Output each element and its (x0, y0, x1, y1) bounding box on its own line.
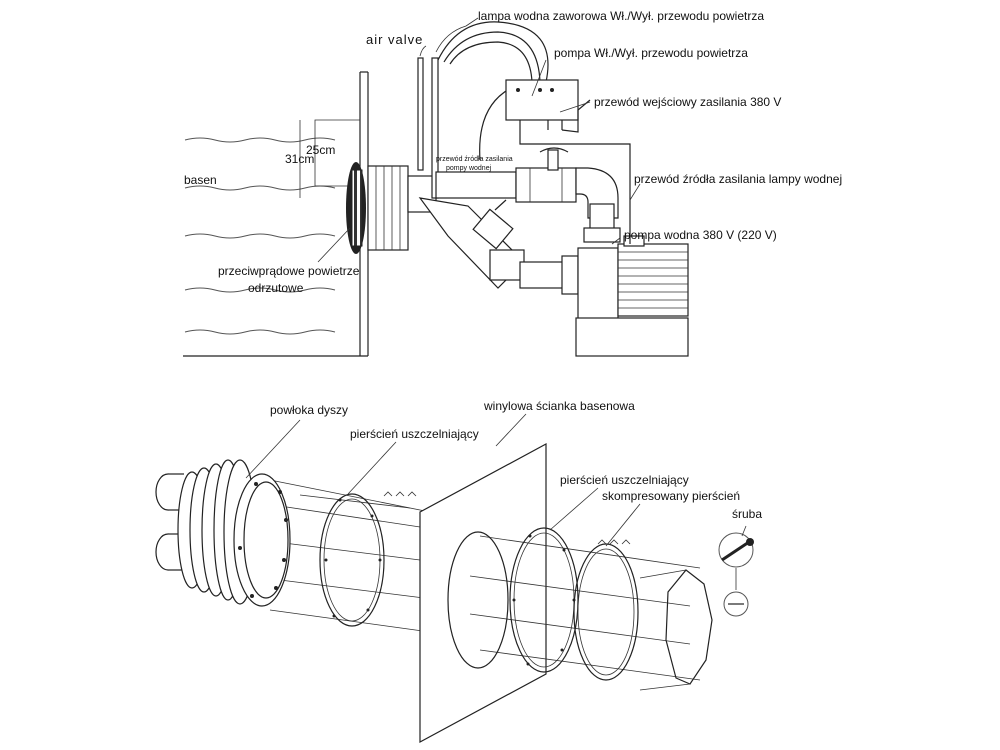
nozzle-cover-label: powłoka dyszy (270, 403, 348, 417)
vinyl-wall-label: winylowa ścianka basenowa (483, 399, 635, 413)
pump-power-label-line2: pompy wodnej (446, 165, 492, 172)
upper-pipe (435, 147, 619, 219)
diagonal-pipe (418, 197, 579, 295)
compressed-ring-label: skompresowany pierścień (602, 489, 740, 503)
air-jet-label-line2: odrzutowe (248, 281, 304, 295)
dimension-31cm: 31cm (285, 152, 314, 166)
dimension-lines (299, 119, 360, 198)
pump-switch-label: pompa Wł./Wył. przewodu powietrza (554, 46, 748, 60)
sealing-ring-1-label: pierścień uszczelniający (350, 427, 479, 441)
screw-icon (718, 532, 754, 617)
screw-marks-right (597, 539, 631, 545)
jet-nozzle (346, 162, 437, 254)
nozzle-cover (155, 459, 291, 607)
pool-water-waves (184, 137, 336, 335)
pool-wall (183, 71, 369, 357)
basin-label: basen (184, 173, 217, 187)
octagonal-pipe-end (639, 569, 713, 691)
air-jet-label-line1: przeciwprądowe powietrze (218, 264, 360, 278)
pump-power-label-line1: przewód źródła zasilania (436, 156, 513, 163)
control-box (505, 79, 579, 130)
lamp-power-label: przewód źródła zasilania lampy wodnej (634, 172, 842, 186)
inner-cylinder-ring (447, 531, 509, 669)
power-cables (519, 99, 631, 244)
assembly-axis-lines-left (259, 479, 441, 633)
compressed-ring (573, 543, 639, 681)
exploded-assembly-view: powłoka dyszy pierścień uszczelniający w… (155, 399, 762, 744)
air-valve (417, 25, 467, 199)
power-input-label: przewód wejściowy zasilania 380 V (594, 95, 781, 109)
water-pump (575, 235, 689, 357)
screw-marks-left (383, 491, 417, 497)
label-leaders (317, 17, 641, 263)
bottom-label-leaders (245, 413, 747, 547)
screw-label: śruba (732, 507, 762, 521)
vinyl-wall-panel (419, 442, 547, 744)
air-valve-label: air valve (366, 32, 423, 47)
dimension-25cm: 25cm (306, 143, 335, 157)
lamp-switch-label: lampa wodna zaworowa Wł./Wył. przewodu p… (478, 9, 764, 23)
water-pump-label: pompa wodna 380 V (220 V) (624, 228, 777, 242)
sealing-ring-1 (319, 493, 385, 627)
riser-pipe (583, 203, 621, 243)
sealing-ring-2-label: pierścień uszczelniający (560, 473, 689, 487)
installation-schematic: air valve lampa wodna zaworowa Wł./Wył. … (183, 9, 842, 357)
